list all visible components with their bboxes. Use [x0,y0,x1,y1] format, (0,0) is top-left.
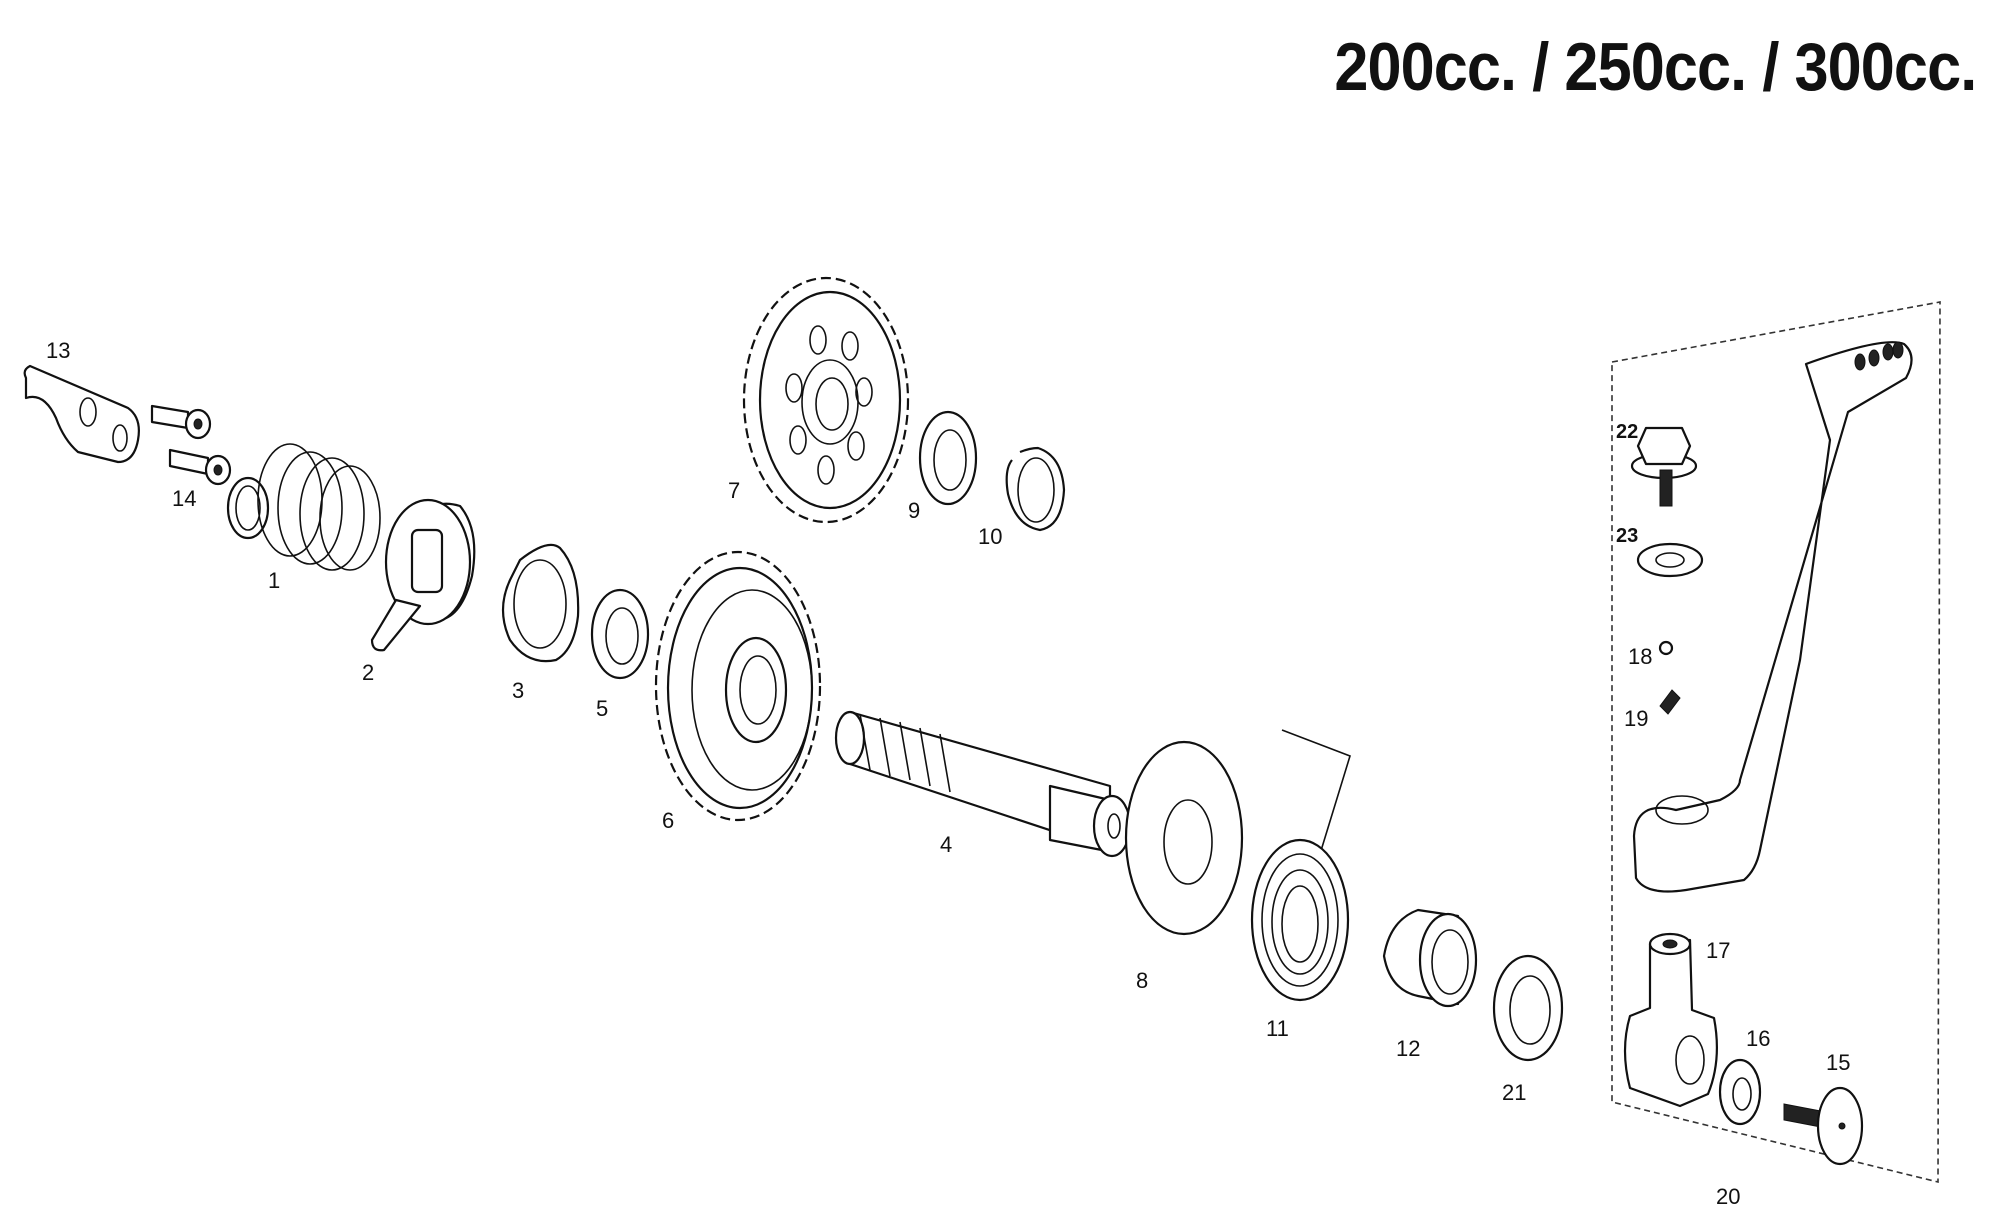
ball-drawing [1658,640,1674,656]
washer-23-drawing [1636,542,1704,578]
label-19: 19 [1624,706,1648,731]
spring-guide-bushing-drawing [1382,908,1478,1008]
label-14: 14 [172,486,196,511]
ratchet-gear-drawing [370,498,476,652]
label-21: 21 [1502,1080,1526,1105]
label-3: 3 [512,678,524,703]
pedal-bolt-drawing [1783,1086,1864,1166]
intermediate-gear-drawing [742,276,910,524]
washer-9-drawing [918,410,978,506]
circlip-10-drawing [1005,446,1066,532]
thrust-washer-drawing [1124,740,1244,936]
label-11: 11 [1266,1016,1289,1041]
kickstarter-pivot-drawing [1623,932,1718,1108]
label-15: 15 [1826,1050,1850,1075]
label-2: 2 [362,660,374,685]
diagram-title: 200cc. / 250cc. / 300cc. [1334,29,1977,105]
ratchet-guide-plate-drawing [23,364,140,464]
washer-16-drawing [1718,1058,1762,1126]
flange-bolt-drawing [1630,426,1698,507]
ratchet-spring-drawing [226,443,381,571]
washer-5-drawing [590,588,650,680]
label-8: 8 [1136,968,1148,993]
lever-assembly-frame [1611,301,1941,1184]
label-17: 17 [1706,938,1730,963]
label-5: 5 [596,696,608,721]
label-10: 10 [978,524,1002,549]
kickstarter-lever-drawing [1632,341,1913,893]
circlip-3-drawing [501,543,580,663]
label-7: 7 [728,478,740,503]
label-23: 23 [1616,525,1638,547]
shaft-seal-drawing [1492,954,1564,1062]
allen-screw-drawing [150,404,232,486]
detent-spring-drawing [1659,689,1681,715]
label-13: 13 [46,338,70,363]
label-12: 12 [1396,1036,1420,1061]
label-22: 22 [1616,421,1638,443]
label-6: 6 [662,808,674,833]
label-9: 9 [908,498,920,523]
kickstarter-gear-drawing [654,550,822,822]
label-4: 4 [940,832,952,857]
kickstarter-shaft-drawing [834,710,1132,858]
return-spring-drawing [1250,729,1351,1002]
label-1: 1 [268,568,280,593]
label-18: 18 [1628,644,1652,669]
label-20: 20 [1716,1184,1740,1209]
label-16: 16 [1746,1026,1770,1051]
